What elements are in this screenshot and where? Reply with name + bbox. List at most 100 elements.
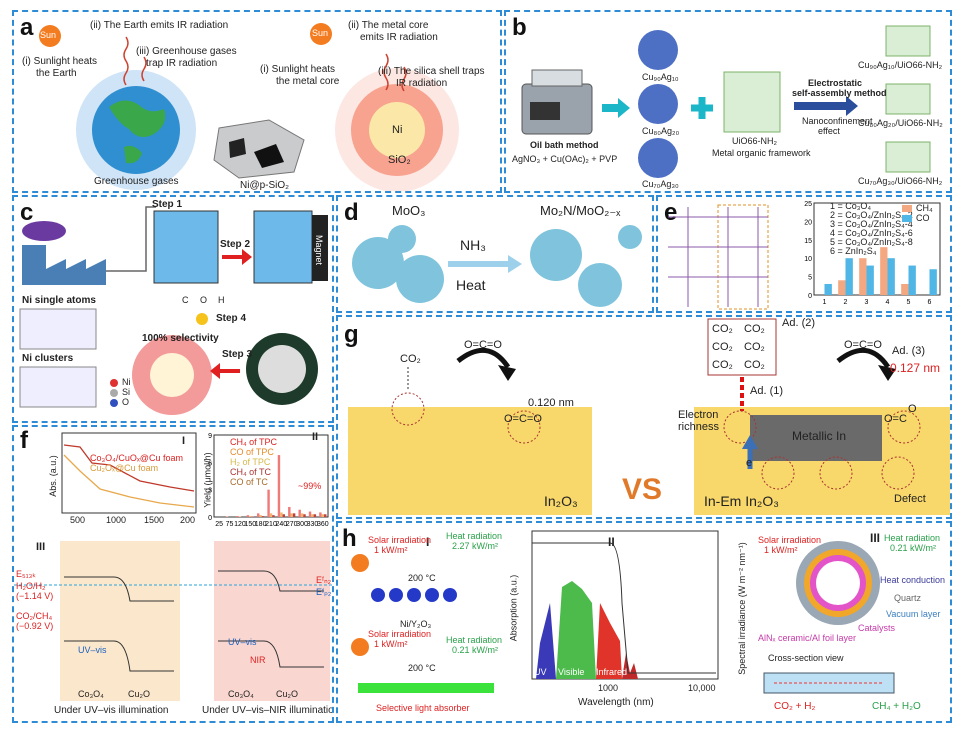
caption-right: Under UV–vis–NIR illumination [202,705,334,716]
spectrum-visible [556,581,596,679]
leg-ch4-tpc: CH₄ of TPC [230,437,278,447]
x-tick-label: 240 [276,521,288,528]
infrared-label: Infrared [596,667,628,677]
mof-cube [723,71,781,133]
product-cube-1 [885,25,931,57]
mo2n-text: Mo₂N/MoO₂₋ₓ [540,203,621,218]
panel-e-label: e [664,199,678,226]
bar [901,283,909,295]
xtick-I-2: 1500 [144,515,165,525]
sio2-text: SiO₂ [388,154,411,166]
yield-label: Yield (μmol/h) [202,452,213,508]
mof-name: UiO66-NH₂ [732,136,777,146]
esa-2: self-assembly method [792,88,887,98]
ir-wave-2 [141,56,147,82]
xtick-I-1: 1000 [106,515,127,525]
band-lines [14,570,332,672]
selectivity-f: ~99% [298,481,322,491]
uv-label: UV [534,667,547,677]
nano-1: Nanoconfinement [802,116,873,126]
plus-sign [691,97,713,119]
y-tick-label: 15 [804,238,812,245]
y-tick-label: 10 [804,256,812,263]
nano-2: effect [818,126,840,136]
y-tick-label: 9 [208,433,212,440]
bar [929,269,937,295]
panel-a-label: a [20,14,34,41]
h-sub1: I [426,535,430,549]
sunlight-metal-1: (i) Sunlight heats [260,64,336,75]
bar [845,258,853,295]
legend-ni-dot [110,379,118,387]
step3-text: Step 3 [222,349,253,360]
solar3-2: 1 kW/m² [764,545,798,555]
sphere-1 [638,30,678,70]
ni-psio2-text: Ni@p-SiO₂ [240,180,290,191]
sub-I: I [182,435,186,447]
solar2-1: Solar irradiation [368,629,432,639]
heat2-1: Heat radiation [446,635,503,645]
oco1: O=C=O [464,339,502,351]
heat-text: Heat [456,277,486,293]
temp2: 200 °C [408,663,436,673]
panel-g: g O=C=O CO₂ 0.120 nm O=C=O In₂O₃ VS CO₂ … [336,315,952,519]
bar [324,514,327,517]
arrow-b2 [794,96,858,116]
temp1: 200 °C [408,573,436,583]
h-sub3: III [870,531,881,545]
in-gas: CO₂ + H₂ [774,701,816,712]
cb-left [64,576,174,602]
bar [257,513,260,517]
oco2: O=C=O [844,339,882,351]
spectrum-uv [536,603,556,679]
step1-text: Step 1 [152,199,183,210]
band-bg-right [214,541,330,701]
niy: Ni/Y₂O₃ [400,619,432,629]
legend-e-item: 3 = Co₃O₄/ZnIn₂S₄-4 [830,219,913,229]
h-sub2: II [608,535,615,549]
legend-e-item: 6 = ZnIn₂S₄ [830,246,877,256]
x-tick-label: 2 [844,299,848,306]
co2-g: CO₂ [400,353,421,365]
defect-label: Defect [894,493,926,505]
vacuum-label: Vacuum layer [886,609,941,619]
ir-wave-1 [123,36,129,86]
heat2-2: 0.21 kW/m² [452,645,499,655]
sunlight-earth-1: (i) Sunlight heats [22,56,98,67]
x-tick-label: 120 [234,521,246,528]
co2-box [707,318,777,376]
cb-right [218,570,324,592]
reagents-text: AgNO₃ + Cu(OAc)₂ + PVP [512,154,618,164]
oco-surface: O=C=O [504,413,542,425]
h2o-h2: H₂O/H₂ [16,581,46,591]
sub-II: II [312,431,319,443]
single-atoms-text: Ni single atoms [22,295,96,306]
panel-a-graphics [39,23,459,191]
in2o3-label: In₂O₃ [544,493,578,509]
xtick-I-0: 500 [70,515,86,525]
sun2-text: Sun [312,28,329,38]
bar [246,515,250,517]
sub-III: III [36,541,46,553]
nir-label: NIR [250,655,266,665]
bar [272,515,275,517]
o-label: O [908,403,917,415]
x-tick-label: 210 [265,521,277,528]
ad2: Ad. (2) [782,317,816,329]
co2-box-2: CO₂ [712,341,733,353]
absorber-label: Selective light absorber [376,703,470,713]
crystal-structure [668,204,769,310]
magnet-text: Magnet [314,234,325,266]
reaction-arrow [448,255,522,273]
h2o-h2-v: (−1.14 V) [16,591,54,601]
metallic-in [750,415,882,461]
ad1: Ad. (1) [750,385,784,397]
sun-c [196,313,208,325]
glow-inner [369,102,425,158]
sun-2 [310,23,332,45]
co2-ch4: CO₂/CH₄ [16,611,53,621]
cu1-text: Cu₉₀Ag₁₀ [642,72,679,82]
flower-2 [396,255,444,303]
legend-e-item: 4 = Co₃O₄/ZnIn₂S₄-6 [830,228,913,238]
